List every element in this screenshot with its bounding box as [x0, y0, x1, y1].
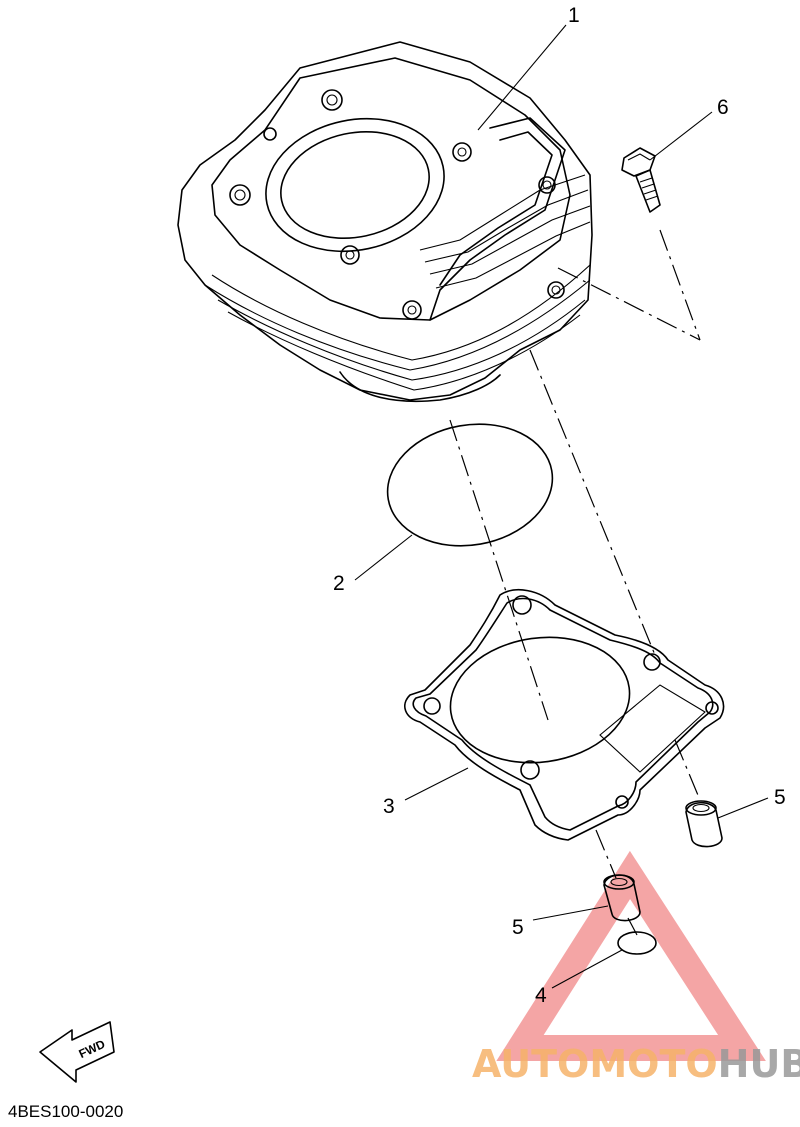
- callout-4: 4: [535, 984, 547, 1007]
- dowel-pin-right-part: [685, 800, 723, 848]
- dowel-pin-lower-part: [603, 874, 641, 922]
- small-o-ring-part: [617, 931, 657, 955]
- watermark-logo: [496, 850, 766, 1061]
- callout-3: 3: [383, 795, 395, 818]
- alignment-lines: [449, 229, 701, 936]
- watermark-text: AUTOMOTOHUB: [472, 1042, 800, 1086]
- cylinder-part: [177, 41, 593, 403]
- diagram-code: 4BES100-0020: [8, 1102, 123, 1121]
- callout-5-right: 5: [774, 786, 786, 809]
- base-gasket-part: [404, 589, 725, 841]
- callout-6: 6: [717, 96, 729, 119]
- callout-2: 2: [333, 572, 345, 595]
- leader-lines: [354, 24, 769, 989]
- watermark-part1: AUTOMOTO: [472, 1042, 718, 1086]
- fwd-arrow-icon: FWD: [39, 1021, 115, 1083]
- bolt-part: [621, 147, 661, 213]
- watermark-part2: HUB: [718, 1042, 800, 1086]
- o-ring-part: [386, 423, 554, 547]
- callout-5-lower: 5: [512, 916, 524, 939]
- callout-1: 1: [568, 4, 580, 27]
